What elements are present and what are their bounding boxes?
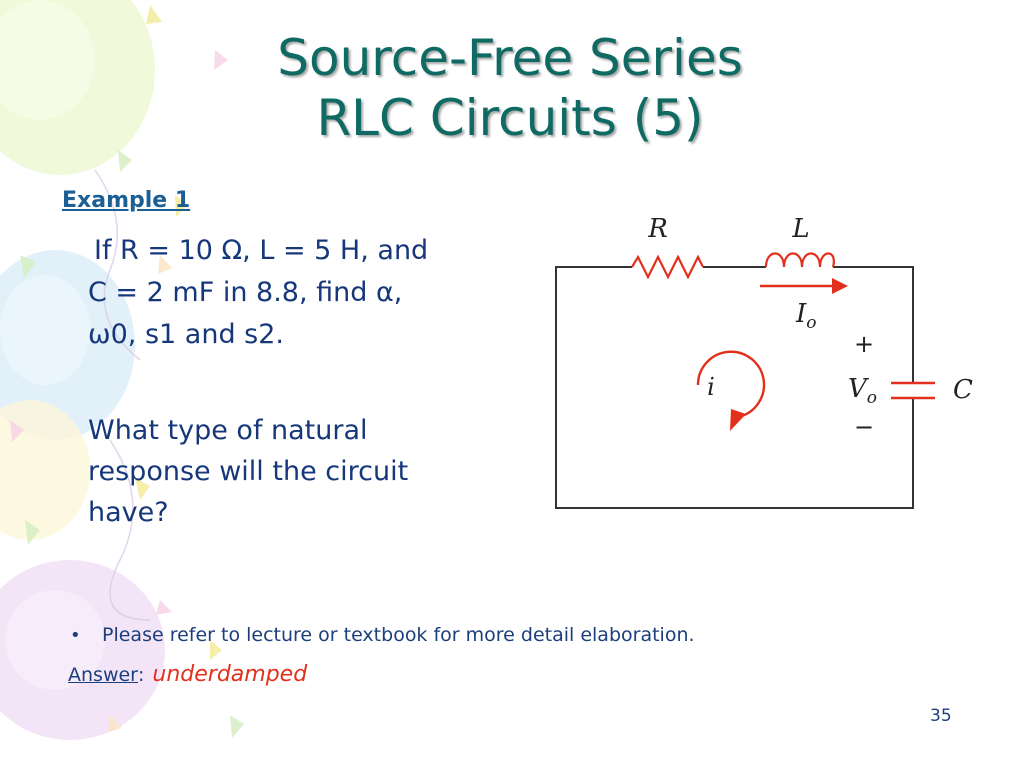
current-arrow-head [832,278,848,294]
answer-value: underdamped [152,662,308,687]
bullet-note: • Please refer to lecture or textbook fo… [70,624,695,646]
capacitor-label: C [953,375,973,405]
loop-current-label: i [707,373,715,401]
rlc-circuit-diagram: R L Io + Vo − C i [555,214,973,509]
resistor-label: R [647,214,668,244]
problem-statement: If R = 10 Ω, L = 5 H, and C = 2 mF in 8.… [88,230,548,356]
example-heading-link[interactable]: Example 1 [62,188,191,213]
confetti [10,5,244,738]
balloon-blue [0,250,135,440]
bullet-dot: • [70,624,81,646]
balloon-green [0,0,155,175]
question-line-3: have? [88,497,169,528]
title-line-1: Source-Free Series [277,29,743,87]
current-label: Io [795,299,817,333]
loop-current-arrowhead [730,409,746,431]
voltage-label-sub: o [867,388,877,408]
voltage-label: Vo [848,374,877,408]
problem-line-3: ω0, s1 and s2. [88,319,284,350]
problem-line-2: C = 2 mF in 8.8, find α, [88,277,403,308]
problem-line-1: If R = 10 Ω, L = 5 H, and [94,235,429,266]
title-line-2: RLC Circuits (5) [316,89,704,147]
question-line-2: response will the circuit [88,456,409,487]
question-line-1: What type of natural [88,415,368,446]
question-text: What type of natural response will the c… [88,410,528,533]
slide-title: Source-Free Series RLC Circuits (5) [180,28,840,148]
resistor-symbol [631,254,704,280]
balloon-purple [0,560,165,740]
circuit-wire [555,266,914,509]
loop-current-arc [696,350,766,419]
bullet-text: Please refer to lecture or textbook for … [102,624,695,646]
inductor-symbol [764,252,835,268]
voltage-plus: + [854,330,874,358]
current-label-sub: o [806,313,816,333]
voltage-label-main: V [848,374,869,404]
answer-row: Answer: underdamped [68,662,307,687]
balloon-yellow [0,400,90,540]
answer-link[interactable]: Answer [68,664,138,686]
inductor-label: L [791,214,809,244]
voltage-minus: − [854,413,874,441]
current-label-main: I [795,299,807,329]
answer-separator: : [137,664,145,686]
page-number: 35 [930,706,952,726]
balloon-strings [94,169,151,621]
